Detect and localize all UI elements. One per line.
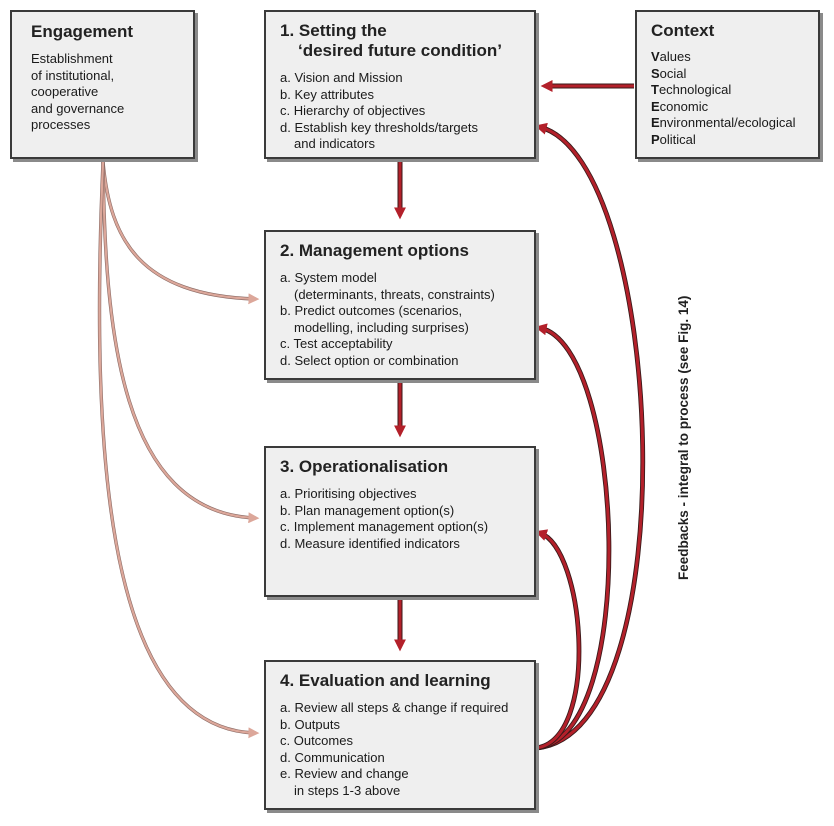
context-item: Environmental/ecological xyxy=(651,115,818,132)
step4-title: 4. Evaluation and learning xyxy=(280,671,491,690)
engagement-arrows xyxy=(97,160,260,739)
feedback-arrows xyxy=(534,122,646,751)
context-item-rest: alues xyxy=(659,49,691,64)
step-item: c. Hierarchy of objectives xyxy=(280,103,534,120)
step-item-text: a. Prioritising objectives xyxy=(280,486,417,501)
engagement-line: cooperative xyxy=(31,84,99,100)
step-item-continuation: in steps 1-3 above xyxy=(294,782,401,798)
step-item-text: e. Review and change xyxy=(280,766,409,782)
context-item-initial: E xyxy=(651,98,660,114)
context-item-rest: conomic xyxy=(659,98,709,114)
context-item-rest: olitical xyxy=(659,131,696,147)
engagement-title: Engagement xyxy=(31,22,134,41)
context-item-initial: V xyxy=(651,49,660,64)
feedback-to-step2-arrow xyxy=(535,325,612,751)
step-item: b. Outputs xyxy=(280,717,534,734)
step-item: d. Select option or combination xyxy=(280,353,534,370)
step3-box: 3. Operationalisation a. Prioritising ob… xyxy=(264,446,536,597)
context-item: Economic xyxy=(651,99,818,116)
step1-box: 1. Setting the ‘desired future condition… xyxy=(264,10,536,159)
context-item-initial: S xyxy=(651,65,660,81)
step4-box: 4. Evaluation and learning a. Review all… xyxy=(264,660,536,810)
step-item-text: a. System model xyxy=(280,270,377,285)
context-item-initial: T xyxy=(651,82,659,98)
context-item: Social xyxy=(651,66,818,83)
engagement-line: of institutional, xyxy=(31,67,115,83)
step-item: c. Implement management option(s) xyxy=(280,519,534,536)
step-item: d. Communication xyxy=(280,750,534,767)
step-item-text: c. Test acceptability xyxy=(280,336,393,352)
context-item-initial: P xyxy=(651,131,660,147)
feedback-label: Feedbacks - integral to process (see Fig… xyxy=(676,295,691,580)
step-item-text: d. Select option or combination xyxy=(280,352,459,368)
step-item-text: b. Plan management option(s) xyxy=(280,502,455,518)
context-item-rest: echnological xyxy=(658,82,732,98)
step-item-text: a. Vision and Mission xyxy=(280,70,403,85)
step-item: b. Predict outcomes (scenarios,modelling… xyxy=(280,303,534,336)
engagement-to-step2-arrow xyxy=(101,160,257,301)
step3-title: 3. Operationalisation xyxy=(280,457,449,476)
feedback-to-step1-arrow xyxy=(535,124,646,751)
step-item: a. Prioritising objectives xyxy=(280,486,534,503)
step4-items: a. Review all steps & change if required… xyxy=(280,700,534,800)
context-item: Political xyxy=(651,132,818,149)
step-item: b. Key attributes xyxy=(280,87,534,104)
step-item-continuation: (determinants, threats, constraints) xyxy=(294,286,495,302)
context-item-rest: nvironmental/ecological xyxy=(659,115,796,131)
context-title: Context xyxy=(651,21,715,40)
step-item: c. Test acceptability xyxy=(280,336,534,353)
step-item-text: b. Predict outcomes (scenarios, xyxy=(280,303,463,319)
engagement-to-step4-arrow xyxy=(97,160,257,735)
context-item-initial: E xyxy=(651,115,660,131)
engagement-line: Establishment xyxy=(31,51,113,66)
step-item: d. Measure identified indicators xyxy=(280,536,534,553)
step-item-text: d. Communication xyxy=(280,749,385,765)
step-item: b. Plan management option(s) xyxy=(280,503,534,520)
step1-title-line1: 1. Setting the xyxy=(280,21,387,40)
step-item-text: d. Measure identified indicators xyxy=(280,535,460,551)
step1-title-line2: ‘desired future condition’ xyxy=(298,41,503,60)
context-item: Values xyxy=(651,49,818,66)
step-item-text: b. Outputs xyxy=(280,716,340,732)
step-item-text: a. Review all steps & change if required xyxy=(280,700,509,715)
step-item-continuation: and indicators xyxy=(294,136,375,152)
engagement-line: processes xyxy=(31,117,91,133)
step-item: a. System model(determinants, threats, c… xyxy=(280,270,534,303)
step-item-text: b. Key attributes xyxy=(280,86,374,102)
step2-items: a. System model(determinants, threats, c… xyxy=(280,270,534,370)
step-item-text: d. Establish key thresholds/targets xyxy=(280,119,478,135)
feedback-to-step3-arrow xyxy=(535,530,582,751)
context-item: Technological xyxy=(651,82,818,99)
engagement-line: and governance xyxy=(31,100,125,116)
step-item-text: c. Implement management option(s) xyxy=(280,519,489,535)
step2-box: 2. Management options a. System model(de… xyxy=(264,230,536,380)
step-item: a. Vision and Mission xyxy=(280,70,534,87)
step-item-text: c. Hierarchy of objectives xyxy=(280,103,426,119)
context-item-rest: ocial xyxy=(659,65,687,81)
step-item: a. Review all steps & change if required xyxy=(280,700,534,717)
step2-title: 2. Management options xyxy=(280,241,469,260)
step-item: c. Outcomes xyxy=(280,733,534,750)
step-item-text: c. Outcomes xyxy=(280,733,353,749)
engagement-to-step3-arrow xyxy=(101,160,257,520)
step-item-continuation: modelling, including surprises) xyxy=(294,319,469,335)
